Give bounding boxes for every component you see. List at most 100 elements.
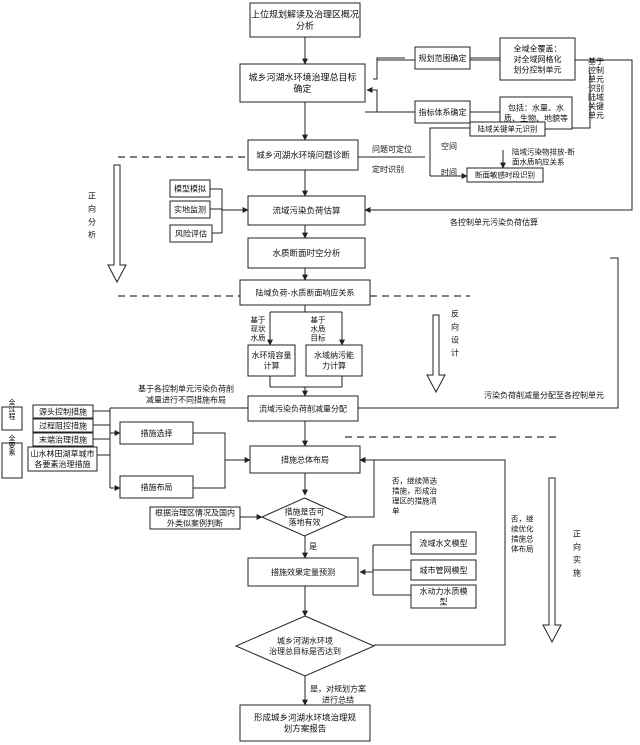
scope-note-box-shape bbox=[499, 37, 576, 81]
per-unit-layout-label-text-line-1: 基于各控制单元污染负荷削 bbox=[138, 383, 234, 393]
source-control-box: 源头控制措施 bbox=[32, 404, 94, 419]
field-monitoring-box: 实地监测 bbox=[169, 200, 211, 219]
scope-box: 规划范围确定 bbox=[414, 46, 471, 70]
end-treatment-box-shape bbox=[32, 432, 94, 447]
current-wq-label-text-line-1: 基于 bbox=[251, 315, 266, 325]
no-rescreen-label-text-line-1: 否，继续筛选 bbox=[392, 476, 437, 486]
time-label: 时间 bbox=[441, 167, 457, 177]
all-elements-box: 全要素 bbox=[1, 434, 23, 479]
case-judgment-box-shape bbox=[149, 506, 241, 530]
control-unit-vertical-label-text-line-1: 基于 bbox=[588, 56, 604, 66]
forward-implement-label-text-line-4: 施 bbox=[573, 567, 581, 577]
index-box-text: 指标体系确定 bbox=[419, 107, 467, 117]
process-control-box-shape bbox=[32, 418, 94, 433]
forward-implement-label-text-line-1: 正 bbox=[573, 529, 581, 538]
control-unit-vertical-label-text-line-3: 单元 bbox=[588, 74, 604, 84]
assimilation-capacity-box-shape bbox=[305, 344, 363, 377]
eco-elements-box-shape bbox=[27, 446, 98, 472]
reverse-design-label-text-line-4: 计 bbox=[451, 347, 459, 357]
assimilation-capacity-box-text-line-1: 水域纳污能 bbox=[314, 350, 354, 360]
land-key-unit-box: 陆域关键单元识别 bbox=[469, 121, 546, 137]
load-response-box-shape bbox=[239, 279, 371, 306]
env-capacity-box-shape bbox=[247, 344, 296, 377]
final-report-box-shape bbox=[239, 704, 371, 742]
current-wq-label-text-line-3: 水质 bbox=[251, 333, 266, 343]
pipe-network-model-box-text: 城市管网模型 bbox=[420, 565, 468, 575]
overall-goal-box-text-line-2: 确定 bbox=[293, 83, 311, 95]
forward-analysis-label-text-line-1: 正 bbox=[88, 191, 96, 200]
measure-layout-box: 措施布局 bbox=[119, 475, 194, 499]
watershed-model-box-shape bbox=[410, 531, 477, 555]
problem-diagnosis-box-shape bbox=[247, 139, 359, 171]
current-wq-label-text-line-2: 现状 bbox=[251, 324, 266, 334]
section-period-box: 断面敏感时段识别 bbox=[466, 167, 544, 183]
process-control-box: 过程阻控措施 bbox=[32, 418, 94, 433]
measure-selection-box-text: 措施选择 bbox=[141, 428, 173, 438]
no-reoptimize-label-text-line-4: 体布局 bbox=[511, 544, 534, 554]
goal-achieved-diamond-text-line-2: 治理总目标是否达到 bbox=[269, 646, 341, 656]
model-simulation-box: 模型模拟 bbox=[169, 179, 211, 198]
index-note-box-text-line-1: 包括：水量、水 bbox=[508, 103, 564, 113]
load-estimation-box-shape bbox=[247, 195, 366, 226]
control-unit-vertical-label-text-line-2: 控制 bbox=[588, 65, 604, 75]
index-box-shape bbox=[414, 100, 471, 124]
load-estimation-box-text: 流域污染负荷估算 bbox=[272, 206, 341, 217]
load-estimation-box: 流域污染负荷估算 bbox=[247, 195, 366, 226]
pollution-response-label-text-line-2: 面水质响应关系 bbox=[512, 157, 565, 167]
overall-goal-box-text-line-1: 城乡河湖水环境治理总目标 bbox=[248, 71, 356, 83]
scope-note-box-text-line-3: 划分控制单元 bbox=[514, 64, 562, 74]
problem-locatable-label: 问题可定位 bbox=[372, 144, 412, 154]
control-unit-vertical-label-text-line-5: 陆域 bbox=[588, 92, 604, 102]
overall-layout-box-shape bbox=[249, 445, 361, 474]
end-treatment-box-text: 末端治理措施 bbox=[39, 434, 87, 444]
end-treatment-box: 末端治理措施 bbox=[32, 432, 94, 447]
hydro-quality-model-box-shape bbox=[410, 584, 477, 609]
load-allocation-box: 流域污染负荷削减量分配 bbox=[247, 395, 359, 422]
connector-lines bbox=[93, 37, 633, 706]
case-judgment-box-text-line-1: 根据治理区情况及国内 bbox=[155, 508, 235, 518]
section-period-box-shape bbox=[466, 167, 544, 183]
load-allocation-box-shape bbox=[247, 395, 359, 422]
load-response-box: 陆域负荷-水质断面响应关系 bbox=[239, 279, 371, 306]
feasibility-diamond-shape bbox=[260, 497, 349, 537]
no-reoptimize-label-text-line-3: 措施总 bbox=[511, 534, 534, 544]
overview-analysis-box-shape bbox=[249, 2, 361, 38]
source-control-box-text: 源头控制措施 bbox=[39, 406, 87, 416]
measure-selection-box: 措施选择 bbox=[119, 421, 194, 445]
section-analysis-box-text: 水质断面时空分析 bbox=[272, 248, 341, 259]
problem-locatable-label-text: 问题可定位 bbox=[372, 144, 412, 154]
yes-summary-label-text-line-2: 进行总结 bbox=[322, 694, 354, 704]
pipe-network-model-box-shape bbox=[410, 559, 477, 581]
feasibility-diamond-text-line-2: 落地有效 bbox=[289, 517, 321, 527]
section-period-box-text: 断面敏感时段识别 bbox=[475, 170, 535, 180]
eco-elements-box-text-line-2: 各要素治理措施 bbox=[35, 459, 91, 469]
eco-elements-box-text-line-1: 山水林田湖草城市 bbox=[31, 449, 95, 459]
space-label-text: 空间 bbox=[441, 141, 457, 151]
case-judgment-box-text-line-2: 外类似案例判断 bbox=[167, 518, 223, 528]
measure-layout-box-text: 措施布局 bbox=[141, 482, 173, 492]
forward-analysis-label-text-line-2: 向 bbox=[88, 203, 96, 213]
watershed-model-box-text: 流域水文模型 bbox=[420, 538, 468, 548]
load-response-box-text: 陆域负荷-水质断面响应关系 bbox=[256, 287, 355, 297]
target-wq-label-text-line-2: 水质 bbox=[311, 324, 326, 334]
phase-separators bbox=[118, 156, 556, 438]
target-wq-label-text-line-3: 目标 bbox=[311, 333, 326, 343]
space-label: 空间 bbox=[441, 141, 457, 151]
forward-analysis-label-text-line-3: 分 bbox=[88, 217, 96, 226]
overall-goal-box-shape bbox=[239, 63, 366, 103]
problem-diagnosis-box: 城乡河湖水环境问题诊断 bbox=[247, 139, 359, 171]
no-rescreen-label-text-line-3: 理区的措施清 bbox=[392, 496, 437, 506]
field-monitoring-box-text: 实地监测 bbox=[174, 204, 206, 214]
